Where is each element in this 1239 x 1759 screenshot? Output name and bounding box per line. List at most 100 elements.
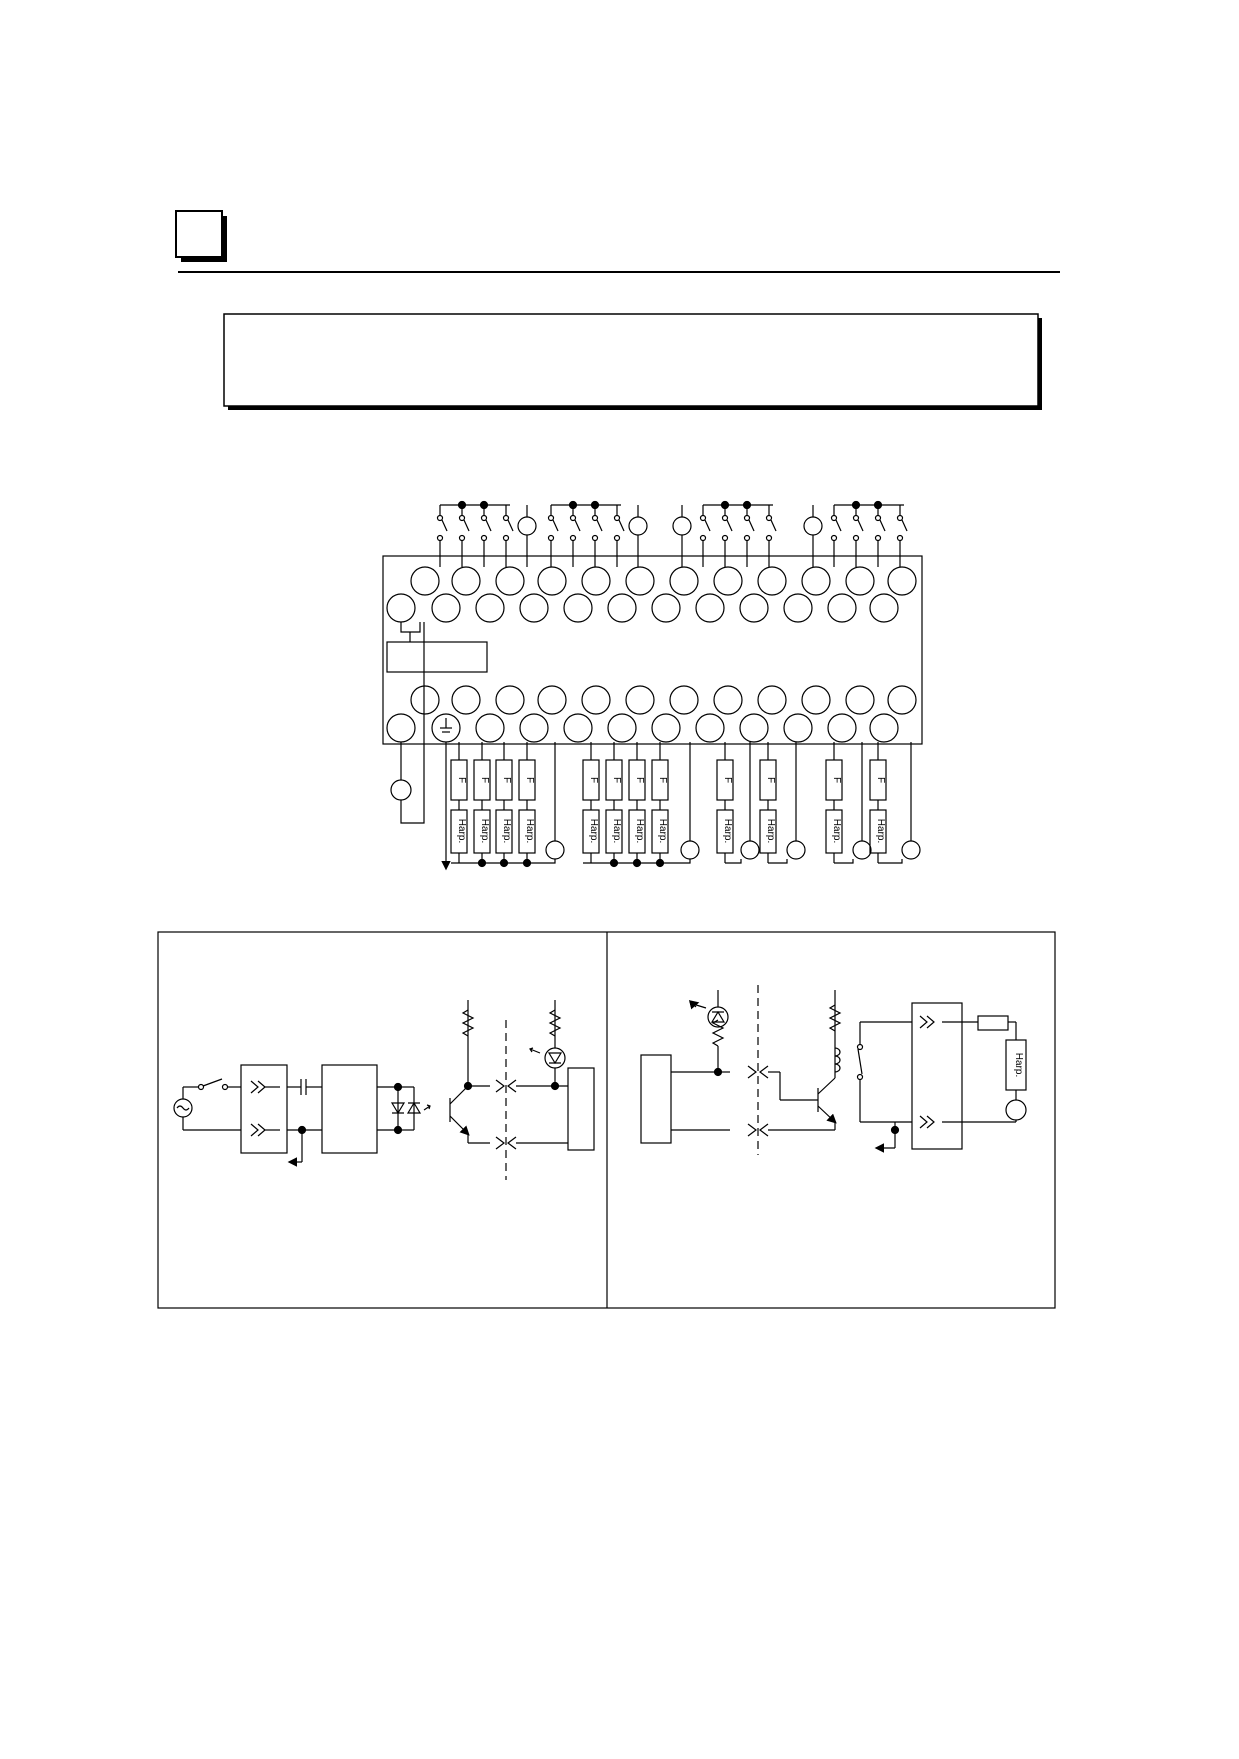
switch-blade bbox=[441, 519, 448, 532]
output-terminal-box bbox=[911, 1002, 963, 1150]
fuse-label: F bbox=[722, 777, 733, 783]
terminal-lower-a bbox=[495, 685, 525, 715]
switch-contact bbox=[896, 534, 904, 542]
indicator-lamp-icon bbox=[517, 516, 537, 536]
terminal-upper-b bbox=[431, 593, 461, 623]
terminal-lower-b bbox=[695, 713, 725, 743]
load-label: Harp. bbox=[456, 819, 467, 843]
pullup-resistor-icon bbox=[461, 1009, 475, 1037]
switch-blade bbox=[596, 519, 603, 532]
terminal-rows bbox=[386, 566, 917, 743]
load-label: Harp. bbox=[657, 819, 668, 843]
top-switch-groups bbox=[436, 500, 908, 567]
switch-contact bbox=[765, 534, 773, 542]
terminal-upper-a bbox=[669, 566, 699, 596]
switch-contact bbox=[591, 534, 599, 542]
terminal-upper-b bbox=[695, 593, 725, 623]
terminal-upper-b bbox=[519, 593, 549, 623]
supply-source-icon bbox=[852, 840, 872, 860]
terminal-lower-a bbox=[410, 685, 440, 715]
indicator-lamp-icon bbox=[803, 516, 823, 536]
switch-blade bbox=[704, 519, 711, 532]
supply-wire bbox=[834, 742, 863, 864]
terminal-upper-b bbox=[563, 593, 593, 623]
fuse-label: F bbox=[501, 777, 512, 783]
bus-junction bbox=[499, 858, 509, 868]
switch-contact bbox=[458, 534, 466, 542]
supply-source-icon bbox=[680, 840, 700, 860]
switch-contact bbox=[547, 514, 555, 522]
coupler-led-icon bbox=[390, 1102, 406, 1115]
supply-source-icon bbox=[740, 840, 760, 860]
power-supply-icon bbox=[390, 779, 412, 801]
indicator-lamp-icon bbox=[628, 516, 648, 536]
switch-contact bbox=[569, 514, 577, 522]
fuse-label: F bbox=[765, 777, 776, 783]
terminal-upper-b bbox=[607, 593, 637, 623]
switch-blade bbox=[857, 519, 864, 532]
output-fuse bbox=[977, 1015, 1009, 1031]
output-led-icon bbox=[707, 1006, 729, 1028]
switch-blade bbox=[507, 519, 514, 532]
switch-blade bbox=[574, 519, 581, 532]
terminal-lower-b bbox=[651, 713, 681, 743]
relay-contact-icon bbox=[856, 1043, 864, 1051]
input-terminal-box bbox=[240, 1064, 288, 1154]
terminal-upper-a bbox=[801, 566, 831, 596]
switch-blade bbox=[879, 519, 886, 532]
switch-contact bbox=[458, 514, 466, 522]
fuse-label: F bbox=[524, 777, 535, 783]
switch-contact bbox=[480, 514, 488, 522]
switch-blade bbox=[770, 519, 777, 532]
terminal-upper-b bbox=[827, 593, 857, 623]
switch-contact bbox=[830, 514, 838, 522]
fuse-label: F bbox=[611, 777, 622, 783]
terminal-lower-a bbox=[537, 685, 567, 715]
terminal-block-wiring: FHarp.FHarp.FHarp.FHarp.FHarp.FHarp.FHar… bbox=[382, 500, 923, 871]
switch-contact bbox=[874, 534, 882, 542]
switch-contact bbox=[896, 514, 904, 522]
switch-blade bbox=[618, 519, 625, 532]
switch-contact bbox=[852, 534, 860, 542]
terminal-upper-b bbox=[475, 593, 505, 623]
load-label: Harp. bbox=[588, 819, 599, 843]
supply-wire bbox=[535, 742, 556, 864]
fuse-label: F bbox=[588, 777, 599, 783]
supply-wire bbox=[668, 742, 691, 864]
input-circuit bbox=[173, 1000, 595, 1180]
bus-junction bbox=[655, 858, 665, 868]
input-switch-blade bbox=[202, 1078, 223, 1087]
load-label: Harp. bbox=[765, 819, 776, 843]
switch-contact bbox=[569, 534, 577, 542]
bus-junction bbox=[609, 858, 619, 868]
switch-contact bbox=[613, 534, 621, 542]
terminal-lower-b bbox=[783, 713, 813, 743]
switch-contact bbox=[699, 514, 707, 522]
input-switch-contact bbox=[197, 1083, 205, 1091]
module-body bbox=[382, 555, 923, 745]
supply-wire bbox=[725, 742, 751, 864]
switch-contact bbox=[699, 534, 707, 542]
switch-contact bbox=[502, 534, 510, 542]
terminal-lower-a bbox=[669, 685, 699, 715]
input-logic-block bbox=[567, 1067, 595, 1151]
switch-contact bbox=[436, 534, 444, 542]
title-box bbox=[223, 313, 1042, 410]
fuse-label: F bbox=[875, 777, 886, 783]
supply-source-icon bbox=[545, 840, 565, 860]
switch-contact bbox=[765, 514, 773, 522]
power-return bbox=[400, 622, 425, 824]
terminal-upper-b bbox=[783, 593, 813, 623]
switch-contact bbox=[480, 534, 488, 542]
terminal-lower-a bbox=[451, 685, 481, 715]
switch-blade bbox=[463, 519, 470, 532]
switch-contact bbox=[830, 534, 838, 542]
terminal-lower-b bbox=[869, 713, 899, 743]
terminal-lower-b bbox=[607, 713, 637, 743]
output-logic-block bbox=[640, 1054, 672, 1144]
switch-blade bbox=[726, 519, 733, 532]
switch-contact bbox=[721, 514, 729, 522]
load-label: Harp. bbox=[501, 819, 512, 843]
load-label: Harp. bbox=[875, 819, 886, 843]
